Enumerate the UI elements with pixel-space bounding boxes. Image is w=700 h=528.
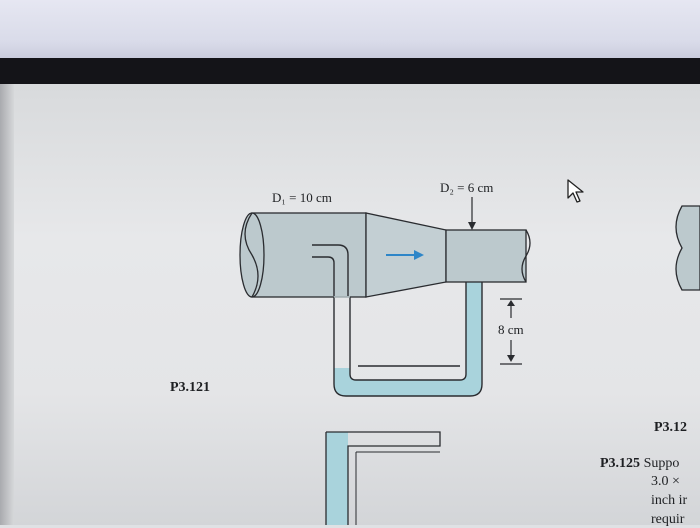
problem-text-line3: inch ir bbox=[651, 493, 688, 508]
screen-glare bbox=[0, 0, 700, 60]
problem-text-line2: 3.0 × bbox=[651, 474, 680, 489]
manometer-water bbox=[334, 300, 482, 396]
problem-line1-text: Suppo bbox=[643, 456, 680, 471]
monitor-bezel bbox=[0, 58, 700, 84]
problem-text-line1: P3.125 Suppo bbox=[600, 456, 679, 472]
problem-label: P3.125 bbox=[600, 456, 641, 471]
height-label: 8 cm bbox=[498, 322, 524, 337]
problem-text-line4: requir bbox=[651, 512, 685, 527]
pipe-break-left bbox=[244, 212, 259, 298]
throat-pipe bbox=[445, 229, 531, 283]
next-figure-number: P3.12 bbox=[654, 420, 688, 435]
mouse-pointer-icon bbox=[567, 179, 584, 203]
upstream-pipe bbox=[239, 212, 367, 298]
page-edge-shadow bbox=[0, 84, 14, 525]
partial-pipe-right bbox=[675, 205, 700, 291]
flow-arrow-icon bbox=[386, 250, 424, 260]
right-water-column bbox=[466, 282, 482, 300]
figure-number: P3.121 bbox=[170, 380, 211, 395]
partial-tubes-bottom bbox=[325, 431, 441, 525]
manometer-tube bbox=[312, 244, 483, 397]
d2-label: D₂ = 6 cm bbox=[440, 180, 494, 195]
height-dimension bbox=[500, 298, 522, 365]
d2-pointer-arrow bbox=[468, 197, 476, 230]
d1-label: D₁ = 10 cm bbox=[272, 190, 332, 205]
